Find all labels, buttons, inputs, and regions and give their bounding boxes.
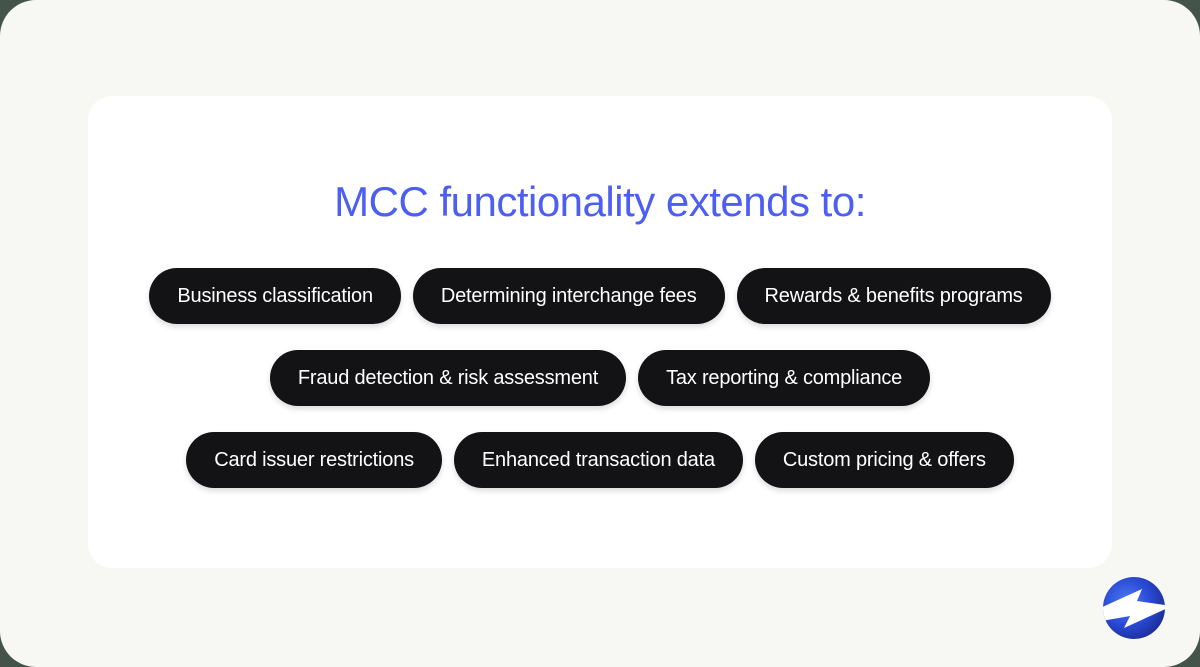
- pill-row: Card issuer restrictions Enhanced transa…: [186, 432, 1014, 488]
- mcc-function-pill: Business classification: [149, 268, 401, 324]
- pill-rows: Business classification Determining inte…: [149, 268, 1051, 488]
- mcc-function-pill: Rewards & benefits programs: [736, 268, 1051, 324]
- pill-row: Fraud detection & risk assessment Tax re…: [269, 350, 931, 406]
- page-title: MCC functionality extends to:: [334, 178, 866, 225]
- mcc-function-pill: Fraud detection & risk assessment: [269, 350, 627, 406]
- mcc-function-pill: Card issuer restrictions: [186, 432, 442, 488]
- mcc-function-pill: Enhanced transaction data: [453, 432, 743, 488]
- mcc-function-pill: Custom pricing & offers: [754, 432, 1014, 488]
- mcc-function-pill: Tax reporting & compliance: [638, 350, 931, 406]
- content-card: MCC functionality extends to: Business c…: [88, 96, 1112, 568]
- pill-row: Business classification Determining inte…: [149, 268, 1051, 324]
- flash-orb-logo-icon: [1102, 576, 1166, 640]
- mcc-function-pill: Determining interchange fees: [412, 268, 725, 324]
